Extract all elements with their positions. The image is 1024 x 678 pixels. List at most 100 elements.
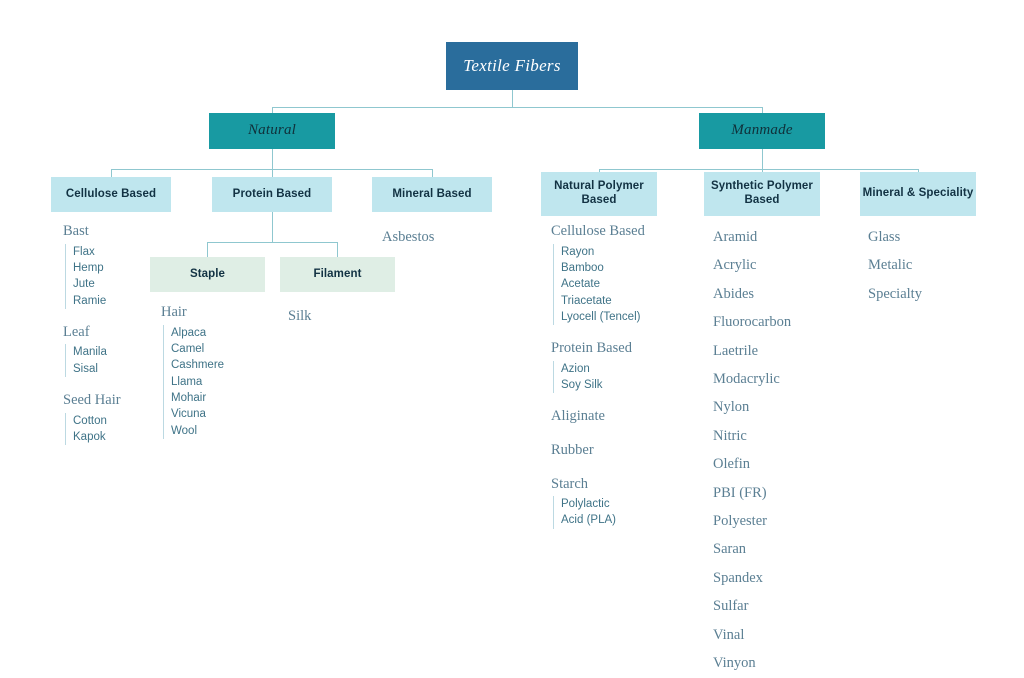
list-item: Modacrylic — [713, 371, 780, 388]
list-mineral-based: Asbestos — [382, 223, 434, 251]
list-group-title: Leaf — [63, 323, 90, 340]
list-item: Polylactic — [561, 498, 610, 511]
node-natural[interactable]: Natural — [209, 113, 335, 149]
list-item: Llama — [171, 375, 203, 388]
list-group-title: Bast — [63, 223, 89, 239]
connector-protein-drop — [272, 169, 273, 177]
list-group-title: Hair — [161, 304, 187, 320]
list-item: Sisal — [73, 362, 98, 375]
list-item: Manila — [73, 346, 107, 359]
list-item: Sulfar — [713, 598, 749, 615]
list-item: Nitric — [713, 427, 747, 444]
connector-root-drop — [512, 90, 513, 107]
list-group: Aliginate — [551, 407, 645, 427]
list-item: Acid (PLA) — [561, 514, 616, 527]
list-item: Glass — [868, 229, 901, 245]
list-item: Vinal — [713, 626, 745, 643]
node-natural-polymer-based-label: Natural Polymer Based — [554, 180, 644, 206]
list-item: Metalic — [868, 257, 913, 274]
list-item: Jute — [73, 278, 95, 291]
list-item: Polyester — [713, 513, 767, 530]
list-item: Vicuna — [171, 408, 206, 421]
list-item: Cotton — [73, 414, 107, 427]
list-item: Silk — [288, 308, 312, 324]
list-item: Rayon — [561, 245, 595, 258]
node-filament[interactable]: Filament — [280, 257, 395, 292]
root-node-textile-fibers[interactable]: Textile Fibers — [446, 42, 578, 90]
list-item: Lyocell (Tencel) — [561, 310, 641, 323]
list-item: Acrylic — [713, 257, 757, 274]
list-item: Spandex — [713, 569, 763, 586]
node-staple-label: Staple — [189, 267, 226, 280]
connector-protein-bus — [207, 242, 337, 243]
list-item: Saran — [713, 541, 747, 558]
node-cellulose-based[interactable]: Cellulose Based — [51, 177, 171, 212]
list-item: Flax — [73, 245, 95, 258]
node-staple[interactable]: Staple — [150, 257, 265, 292]
list-item: Fluorocarbon — [713, 314, 792, 331]
connector-filament-drop — [337, 242, 338, 257]
list-group-title: Seed Hair — [63, 392, 121, 409]
root-node-label: Textile Fibers — [463, 55, 561, 75]
connector-cellulose-drop — [111, 169, 112, 177]
node-protein-based[interactable]: Protein Based — [212, 177, 332, 212]
connector-staple-drop — [207, 242, 208, 257]
node-filament-label: Filament — [313, 267, 362, 280]
list-item: Laetrile — [713, 342, 759, 359]
list-filament: Silk — [288, 302, 311, 330]
list-item: Hemp — [73, 261, 104, 274]
node-synthetic-polymer-based-label: Synthetic Polymer Based — [710, 180, 814, 206]
connector-manmade-stem — [762, 149, 763, 169]
list-item: Soy Silk — [561, 379, 603, 392]
connector-manmade-drop — [762, 107, 763, 117]
list-item: Abides — [713, 285, 755, 302]
list-group-title: Cellulose Based — [551, 223, 645, 239]
list-item: Asbestos — [382, 229, 435, 245]
node-mineral-based-label: Mineral Based — [392, 187, 472, 200]
list-item: Bamboo — [561, 261, 604, 274]
node-cellulose-based-label: Cellulose Based — [65, 187, 157, 200]
node-protein-based-label: Protein Based — [232, 187, 312, 200]
list-item: Specialty — [868, 285, 922, 302]
list-group-title: Protein Based — [551, 340, 632, 357]
list-item: Ramie — [73, 294, 107, 307]
connector-natural-stem — [272, 149, 273, 169]
node-manmade[interactable]: Manmade — [699, 113, 825, 149]
connector-mineral-drop — [432, 169, 433, 177]
list-item: Kapok — [73, 430, 106, 443]
list-item: Acetate — [561, 278, 600, 291]
node-synthetic-polymer-based[interactable]: Synthetic Polymer Based — [704, 172, 820, 216]
list-group-title: Starch — [551, 475, 589, 492]
list-item: Azion — [561, 362, 590, 375]
list-item: Mohair — [171, 391, 207, 404]
node-natural-polymer-based[interactable]: Natural Polymer Based — [541, 172, 657, 216]
list-item: Aramid — [713, 229, 758, 245]
list-item: PBI (FR) — [713, 484, 767, 501]
node-mineral-based[interactable]: Mineral Based — [372, 177, 492, 212]
list-item: Cashmere — [171, 359, 225, 372]
list-item: Alpaca — [171, 326, 207, 339]
textile-fiber-classification-diagram: Textile Fibers Natural Manmade Cellulose… — [51, 42, 976, 671]
list-item: Wool — [171, 424, 197, 437]
node-manmade-label: Manmade — [731, 122, 793, 139]
list-group: Rubber — [551, 441, 645, 461]
node-mineral-speciality[interactable]: Mineral & Speciality — [860, 172, 976, 216]
connector-natural-drop — [272, 107, 273, 117]
